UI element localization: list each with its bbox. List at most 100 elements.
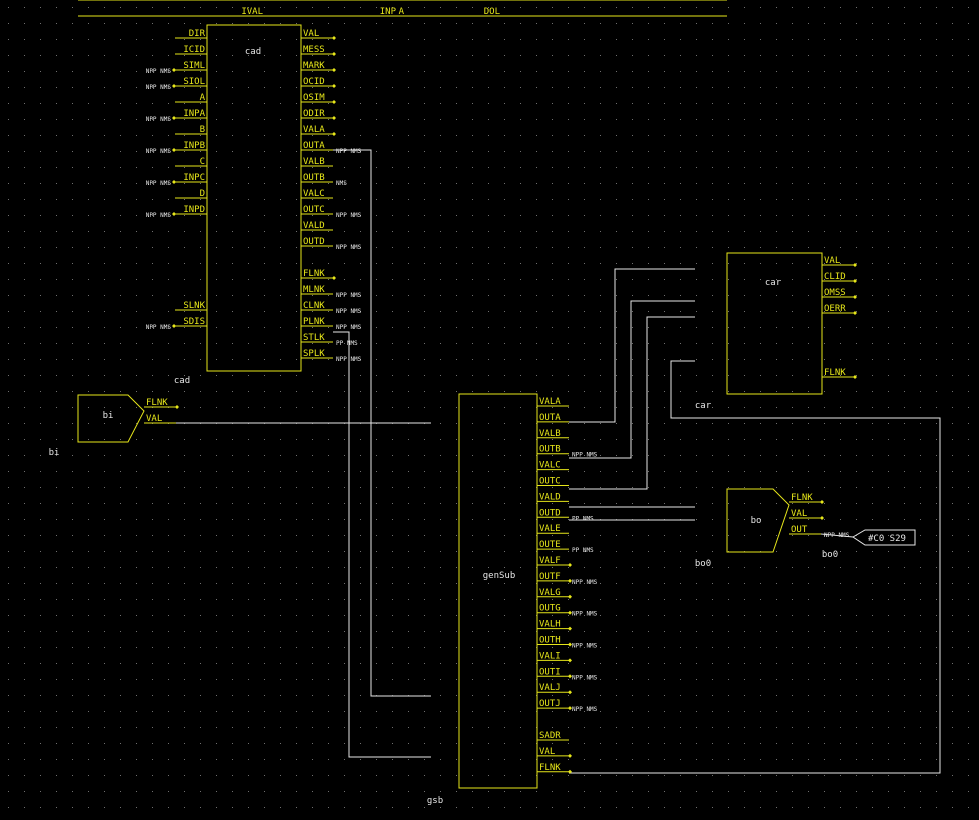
grid-dot xyxy=(424,567,425,568)
grid-dot xyxy=(904,39,905,40)
grid-dot xyxy=(184,279,185,280)
grid-dot xyxy=(376,647,377,648)
hwout-link xyxy=(820,533,854,538)
grid-dot xyxy=(616,183,617,184)
grid-dot xyxy=(216,87,217,88)
grid-dot xyxy=(24,423,25,424)
grid-dot xyxy=(328,551,329,552)
grid-dot xyxy=(872,343,873,344)
grid-dot xyxy=(600,199,601,200)
grid-dot xyxy=(808,295,809,296)
grid-dot xyxy=(216,487,217,488)
grid-dot xyxy=(72,199,73,200)
grid-dot xyxy=(440,407,441,408)
grid-dot xyxy=(584,279,585,280)
pin-tag: NPP NMS xyxy=(572,452,598,459)
pin-label-stlk: STLK xyxy=(303,333,325,343)
grid-dot xyxy=(120,695,121,696)
grid-dot xyxy=(904,311,905,312)
grid-dot xyxy=(680,343,681,344)
grid-dot xyxy=(616,39,617,40)
grid-dot xyxy=(424,199,425,200)
grid-dot xyxy=(24,135,25,136)
grid-dot xyxy=(200,231,201,232)
grid-dot xyxy=(440,599,441,600)
grid-dot xyxy=(328,535,329,536)
bi-type-label: bi xyxy=(103,411,114,421)
grid-dot xyxy=(168,87,169,88)
grid-dot xyxy=(88,215,89,216)
grid-dot xyxy=(536,103,537,104)
grid-dot xyxy=(360,151,361,152)
grid-dot xyxy=(664,135,665,136)
grid-dot xyxy=(136,263,137,264)
grid-dot xyxy=(8,631,9,632)
grid-dot xyxy=(24,807,25,808)
grid-dot xyxy=(952,87,953,88)
grid-dot xyxy=(376,615,377,616)
grid-dot xyxy=(824,711,825,712)
grid-dot xyxy=(552,759,553,760)
grid-dot xyxy=(440,343,441,344)
pin-link-marker xyxy=(332,36,336,40)
grid-dot xyxy=(8,231,9,232)
grid-dot xyxy=(664,183,665,184)
grid-dot xyxy=(328,407,329,408)
grid-dot xyxy=(840,119,841,120)
grid-dot xyxy=(472,279,473,280)
grid-dot xyxy=(616,359,617,360)
grid-dot xyxy=(728,535,729,536)
grid-dot xyxy=(120,87,121,88)
pin-link-marker xyxy=(568,563,572,567)
grid-dot xyxy=(824,55,825,56)
grid-dot xyxy=(200,183,201,184)
grid-dot xyxy=(584,343,585,344)
grid-dot xyxy=(920,583,921,584)
grid-dot xyxy=(808,583,809,584)
wires xyxy=(176,149,941,774)
grid-dot xyxy=(824,87,825,88)
grid-dot xyxy=(936,151,937,152)
grid-dot xyxy=(936,551,937,552)
grid-dot xyxy=(104,631,105,632)
grid-dot xyxy=(360,407,361,408)
grid-dot xyxy=(936,567,937,568)
wire-cad-stlk-to-slnk xyxy=(333,331,431,758)
grid-dot xyxy=(392,279,393,280)
grid-dot xyxy=(520,439,521,440)
grid-dot xyxy=(856,55,857,56)
grid-dot xyxy=(456,631,457,632)
grid-dot xyxy=(680,23,681,24)
grid-dot xyxy=(216,679,217,680)
grid-dot xyxy=(232,7,233,8)
grid-dot xyxy=(120,359,121,360)
grid-dot xyxy=(920,359,921,360)
pin-label-oerr: OERR xyxy=(824,304,846,314)
grid-dot xyxy=(328,375,329,376)
grid-dot xyxy=(408,151,409,152)
grid-dot xyxy=(824,583,825,584)
grid-dot xyxy=(904,343,905,344)
grid-dot xyxy=(232,359,233,360)
grid-dot xyxy=(440,423,441,424)
grid-dot xyxy=(488,215,489,216)
grid-dot xyxy=(584,311,585,312)
grid-dot xyxy=(200,567,201,568)
grid-dot xyxy=(792,567,793,568)
grid-dot xyxy=(776,503,777,504)
grid-dot xyxy=(360,439,361,440)
grid-dot xyxy=(520,519,521,520)
grid-dot xyxy=(136,183,137,184)
grid-dot xyxy=(680,7,681,8)
grid-dot xyxy=(104,279,105,280)
grid-dot xyxy=(856,391,857,392)
grid-dot xyxy=(568,359,569,360)
grid-dot xyxy=(664,759,665,760)
grid-dot xyxy=(616,71,617,72)
grid-dot xyxy=(520,215,521,216)
grid-dot xyxy=(808,71,809,72)
